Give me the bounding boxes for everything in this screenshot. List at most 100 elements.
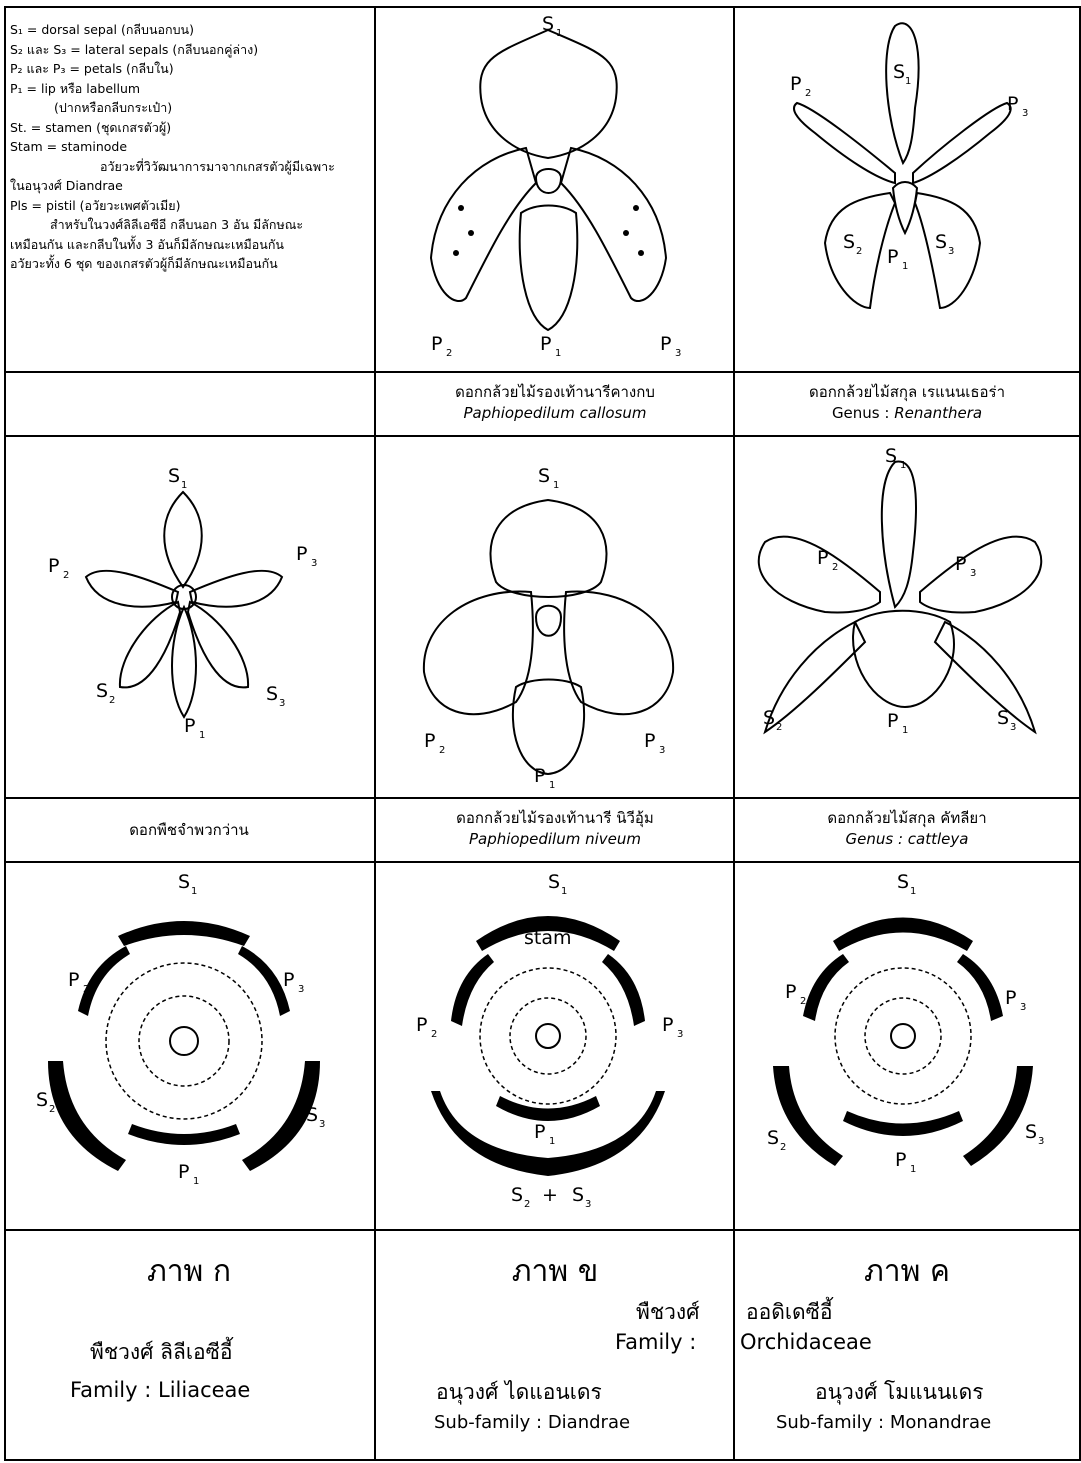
dorsal-sepal-shape xyxy=(480,30,616,158)
label-sub: 1 xyxy=(561,886,567,897)
staminode-shape xyxy=(536,169,561,193)
tepal-shape xyxy=(120,602,180,687)
ovary-shape xyxy=(891,1024,915,1048)
caption-renanthera: ดอกกล้วยไม้สกุล เรแนนเธอร่า Genus : Rena… xyxy=(735,382,1079,424)
caption-thai: ดอกกล้วยไม้รองเท้านารีคางกบ xyxy=(376,382,734,403)
label-s: S xyxy=(843,231,855,253)
caption-thai: ดอกกล้วยไม้รองเท้านารี นิวีอุ้ม xyxy=(376,808,734,829)
grid-line xyxy=(4,1229,1081,1231)
label-sub: 3 xyxy=(319,1119,325,1130)
label-p: P xyxy=(1005,987,1016,1009)
dorsal-sepal-shape xyxy=(886,23,918,163)
label-sub: 3 xyxy=(659,745,665,756)
label-s: S xyxy=(306,1104,318,1126)
paphiopedilum-niveum-drawing: S 1 P 2 P 3 P 1 xyxy=(376,442,732,796)
grid-line xyxy=(4,861,1081,863)
caption-paph-niveum: ดอกกล้วยไม้รองเท้านารี นิวีอุ้ม Paphiope… xyxy=(376,808,734,850)
petal-arc xyxy=(451,954,494,1026)
stamen-whorl xyxy=(480,968,616,1104)
petal-arc xyxy=(128,1124,240,1145)
legend-line: Pls = pistil (อวัยวะเพศตัวเมีย) xyxy=(10,196,368,216)
label-sub: 3 xyxy=(970,568,976,579)
label-sub: 3 xyxy=(1010,722,1016,733)
legend-line: Stam = staminode xyxy=(10,137,368,157)
legend-line: P₂ และ P₃ = petals (กลีบใน) xyxy=(10,59,368,79)
caption-thai: ดอกกล้วยไม้สกุล คัทลียา xyxy=(735,808,1079,829)
floral-diagram-diandrae: S 1 stam P 2 P 3 P 1 S 2 + S 3 xyxy=(376,866,732,1224)
petal-right-shape xyxy=(913,103,1011,183)
panel-c-family-thai: ออดิเดซีอี้ xyxy=(746,1296,833,1329)
floral-diagram-monandrae: S 1 P 2 P 3 S 2 P 1 S 3 xyxy=(735,866,1077,1224)
panel-b-family-label: Family : xyxy=(615,1330,696,1354)
caption-scientific: Paphiopedilum callosum xyxy=(376,403,734,424)
label-s: S xyxy=(96,680,108,702)
paphiopedilum-callosum-drawing: S 1 P 2 P 1 P 3 xyxy=(376,8,732,370)
lily-flower-drawing: S 1 P 2 P 3 S 2 P 1 S 3 xyxy=(8,442,372,796)
label-s: S xyxy=(266,683,278,705)
label-s: S xyxy=(1025,1121,1037,1143)
caption-scientific: Genus : cattleya xyxy=(735,829,1079,850)
label-p: P xyxy=(534,765,545,787)
lip-shape xyxy=(513,680,584,775)
lip-arc xyxy=(496,1096,600,1121)
label-sub: 1 xyxy=(556,28,562,39)
label-p: P xyxy=(416,1014,427,1036)
label-s: S xyxy=(538,465,550,487)
label-sub: 2 xyxy=(856,246,862,257)
legend-line: สำหรับในวงศ์ลิลีเอซีอี กลีบนอก 3 อัน มีล… xyxy=(10,215,368,235)
label-p: P xyxy=(955,553,966,575)
legend-line: P₁ = lip หรือ labellum xyxy=(10,79,368,99)
label-sub: 2 xyxy=(524,1199,530,1210)
label-p: P xyxy=(283,969,294,991)
label-sub: 2 xyxy=(83,984,89,995)
legend-line: อวัยวะทั้ง 6 ชุด ของเกสรตัวผู้ก็มีลักษณะ… xyxy=(10,254,368,274)
label-stam: stam xyxy=(524,927,572,949)
panel-a-family-latin: Family : Liliaceae xyxy=(70,1378,250,1402)
label-sub: 3 xyxy=(675,348,681,359)
petal-arc xyxy=(803,954,849,1021)
stamen-whorl xyxy=(510,998,586,1074)
tepal-shape xyxy=(164,492,202,587)
petal-right-shape xyxy=(564,592,673,715)
label-p: P xyxy=(790,73,801,95)
label-p: P xyxy=(296,543,307,565)
ovary-shape xyxy=(170,1027,198,1055)
caption-thai: ดอกพืชจำพวกว่าน xyxy=(8,820,370,841)
panel-b-subfamily-latin: Sub-family : Diandrae xyxy=(434,1412,630,1433)
tepal-shape xyxy=(86,571,178,607)
lip-shape xyxy=(893,182,917,233)
legend-line: ในอนุวงศ์ Diandrae xyxy=(10,176,368,196)
label-sub: 2 xyxy=(805,88,811,99)
label-s: S xyxy=(548,871,560,893)
label-s: S xyxy=(511,1184,523,1206)
legend-line: (ปากหรือกลีบกระเป๋า) xyxy=(10,98,368,118)
petal-right-shape xyxy=(920,537,1041,613)
label-p: P xyxy=(785,981,796,1003)
label-sub: 1 xyxy=(193,1176,199,1187)
panel-c-family-latin: Orchidaceae xyxy=(740,1330,872,1354)
label-sub: 3 xyxy=(948,246,954,257)
label-s: S xyxy=(893,61,905,83)
dorsal-sepal-shape xyxy=(490,500,606,597)
legend: S₁ = dorsal sepal (กลีบนอกบน) S₂ และ S₃ … xyxy=(10,20,368,274)
label-plus: + xyxy=(542,1184,558,1206)
label-p: P xyxy=(68,969,79,991)
legend-line: St. = stamen (ชุดเกสรตัวผู้) xyxy=(10,118,368,138)
sepal-arc xyxy=(833,918,973,952)
label-s: S xyxy=(572,1184,584,1206)
label-s: S xyxy=(935,231,947,253)
label-sub: 3 xyxy=(1038,1136,1044,1147)
label-p: P xyxy=(48,555,59,577)
panel-c-subfamily-thai: อนุวงศ์ โมแนนเดร xyxy=(815,1376,983,1409)
label-sub: 2 xyxy=(776,722,782,733)
label-sub: 2 xyxy=(109,695,115,706)
panel-c-subfamily-latin: Sub-family : Monandrae xyxy=(776,1412,991,1433)
dorsal-sepal-shape xyxy=(882,462,916,607)
label-sub: 1 xyxy=(199,730,205,741)
petal-left-shape xyxy=(424,592,533,715)
sepal-arc xyxy=(118,921,250,946)
legend-line: S₁ = dorsal sepal (กลีบนอกบน) xyxy=(10,20,368,40)
tepal-shape xyxy=(188,602,248,687)
label-sub: 2 xyxy=(63,570,69,581)
